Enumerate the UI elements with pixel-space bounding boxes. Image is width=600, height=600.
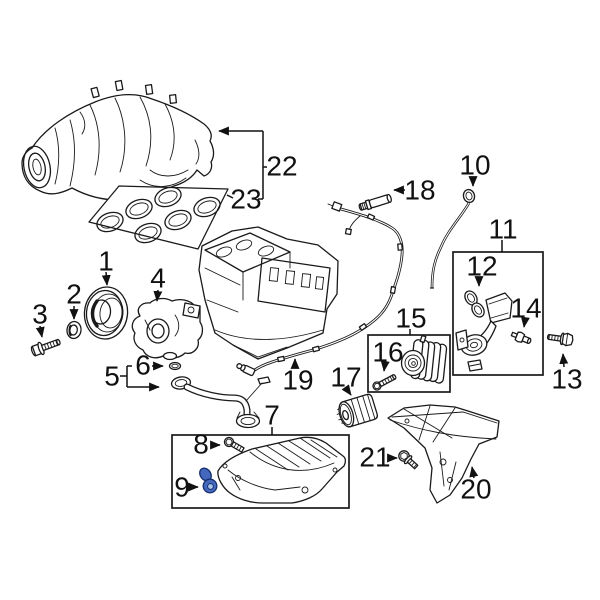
oil-cooler[interactable]: [400, 334, 448, 384]
callout-9-label[interactable]: 9: [174, 472, 190, 503]
manifold-gasket-set[interactable]: [88, 184, 229, 250]
callout-18-label[interactable]: 18: [404, 175, 435, 206]
callout-4-label[interactable]: 4: [150, 263, 166, 294]
crankshaft-front-seal[interactable]: [66, 320, 82, 340]
callout-2-label[interactable]: 2: [66, 279, 82, 310]
callout-12-label[interactable]: 12: [466, 251, 497, 282]
adapter-group-box: [452, 251, 544, 376]
adapter-gasket[interactable]: [462, 289, 486, 320]
crankshaft-pulley[interactable]: [82, 285, 130, 341]
callout-leaders: [35, 126, 569, 492]
oil-level-indicator-tube[interactable]: [358, 193, 392, 212]
group-box-7: [171, 434, 350, 509]
bracket-bolt[interactable]: [398, 450, 420, 471]
callout-8-label[interactable]: 8: [193, 429, 209, 460]
gasket-ovals: [96, 186, 221, 244]
callout-13-label[interactable]: 13: [551, 364, 582, 395]
pickup-tube-oring[interactable]: [168, 361, 182, 371]
callout-1-label[interactable]: 1: [98, 246, 114, 277]
callout-7-label[interactable]: 7: [264, 400, 280, 431]
callout-20-label[interactable]: 20: [460, 474, 491, 505]
callout-22-label[interactable]: 22: [266, 151, 297, 182]
callout-16-label[interactable]: 16: [372, 337, 403, 368]
callout-19-label[interactable]: 19: [282, 365, 313, 396]
callout-5-label[interactable]: 5: [104, 361, 120, 392]
callout-10-label[interactable]: 10: [459, 150, 490, 181]
group-box-11: [452, 251, 544, 376]
callout-11-label[interactable]: 11: [488, 214, 517, 245]
oil-pan-bolt[interactable]: [223, 436, 245, 454]
callout-17-label[interactable]: 17: [330, 362, 361, 393]
callout-15-label[interactable]: 15: [395, 303, 426, 334]
callout-labels: 1 2 3 4 5 6 7 8 9 10 11 12 13 14 15 16 1…: [32, 150, 582, 505]
intake-manifold[interactable]: [20, 79, 215, 201]
adapter-bolt[interactable]: [546, 331, 574, 347]
engine-block: [198, 226, 339, 360]
engine-wiring-harness[interactable]: [236, 201, 404, 377]
callout-6-label[interactable]: 6: [135, 350, 151, 381]
oil-cooler-bolt[interactable]: [372, 373, 398, 392]
oil-pan[interactable]: [217, 436, 347, 504]
callout-14-label[interactable]: 14: [510, 293, 541, 324]
oil-dipstick[interactable]: [429, 188, 476, 289]
support-bracket[interactable]: [387, 404, 500, 504]
adapter-housing[interactable]: [455, 292, 513, 372]
oil-pickup-tube[interactable]: [170, 376, 271, 429]
callout-23-label[interactable]: 23: [230, 184, 261, 215]
oil-pressure-sensor[interactable]: [510, 329, 532, 346]
oil-drain-plug-gasket-highlighted[interactable]: [197, 466, 218, 494]
callout-21-label[interactable]: 21: [359, 442, 390, 473]
oil-filter[interactable]: [334, 393, 379, 429]
pulley-bolt[interactable]: [30, 336, 62, 358]
group-box-15: [367, 334, 451, 393]
callout-3-label[interactable]: 3: [32, 299, 48, 330]
oil-pan-group-box: [171, 434, 350, 509]
oil-cooler-group-box: [367, 334, 451, 393]
